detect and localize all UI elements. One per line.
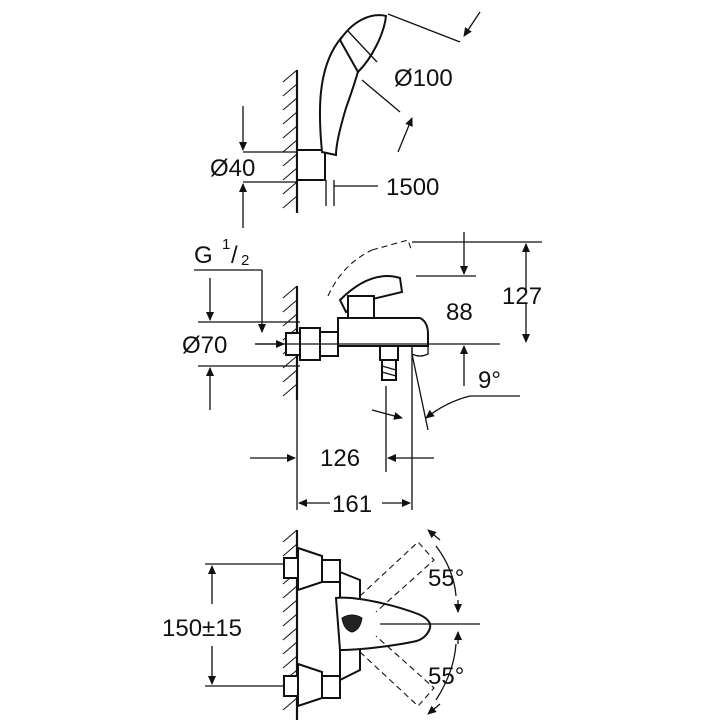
- handshower-view: Ø100 Ø40 1500: [210, 11, 481, 228]
- shower-holder: [296, 149, 326, 181]
- lever-base: [347, 295, 375, 319]
- handshower-diameter-label: Ø100: [394, 65, 453, 92]
- front-view: 55° 55° 150±15: [162, 529, 480, 720]
- lever-logo: [341, 614, 363, 633]
- lower-escutcheon: [297, 662, 323, 708]
- upper-connector: [283, 557, 299, 579]
- thread-label: G: [194, 242, 213, 269]
- total-projection-label: 161: [332, 491, 372, 518]
- outlet-projection-label: 126: [320, 445, 360, 472]
- hose-length-label: 1500: [386, 174, 439, 201]
- holder-diameter-label: Ø40: [210, 155, 255, 182]
- mixer-body: [337, 317, 429, 347]
- handle-height-label: 88: [446, 299, 473, 326]
- lower-nut: [321, 675, 341, 699]
- thread-numerator: 1: [222, 236, 230, 253]
- lever-angle-down-label: 55°: [428, 663, 464, 690]
- lever-rotated-up: [359, 541, 435, 613]
- spout-angle-label: 9°: [478, 367, 501, 394]
- thread-denominator: 2: [241, 252, 249, 269]
- side-view: G 1 / 2 Ø70 88 127 9° 1: [182, 232, 542, 518]
- upper-nut: [321, 559, 341, 583]
- spout: [411, 345, 429, 357]
- upper-escutcheon: [297, 546, 323, 592]
- total-height-label: 127: [502, 283, 542, 310]
- escutcheon-diameter-label: Ø70: [182, 332, 227, 359]
- shower-head: [338, 14, 388, 74]
- lower-connector: [283, 675, 299, 697]
- lever-angle-up-label: 55°: [428, 565, 464, 592]
- wall-hatching-top: [282, 69, 298, 209]
- center-distance-label: 150±15: [162, 615, 242, 642]
- lever-rotated-down: [359, 635, 435, 707]
- thread-slash: /: [231, 242, 238, 269]
- shower-hose: [325, 180, 335, 206]
